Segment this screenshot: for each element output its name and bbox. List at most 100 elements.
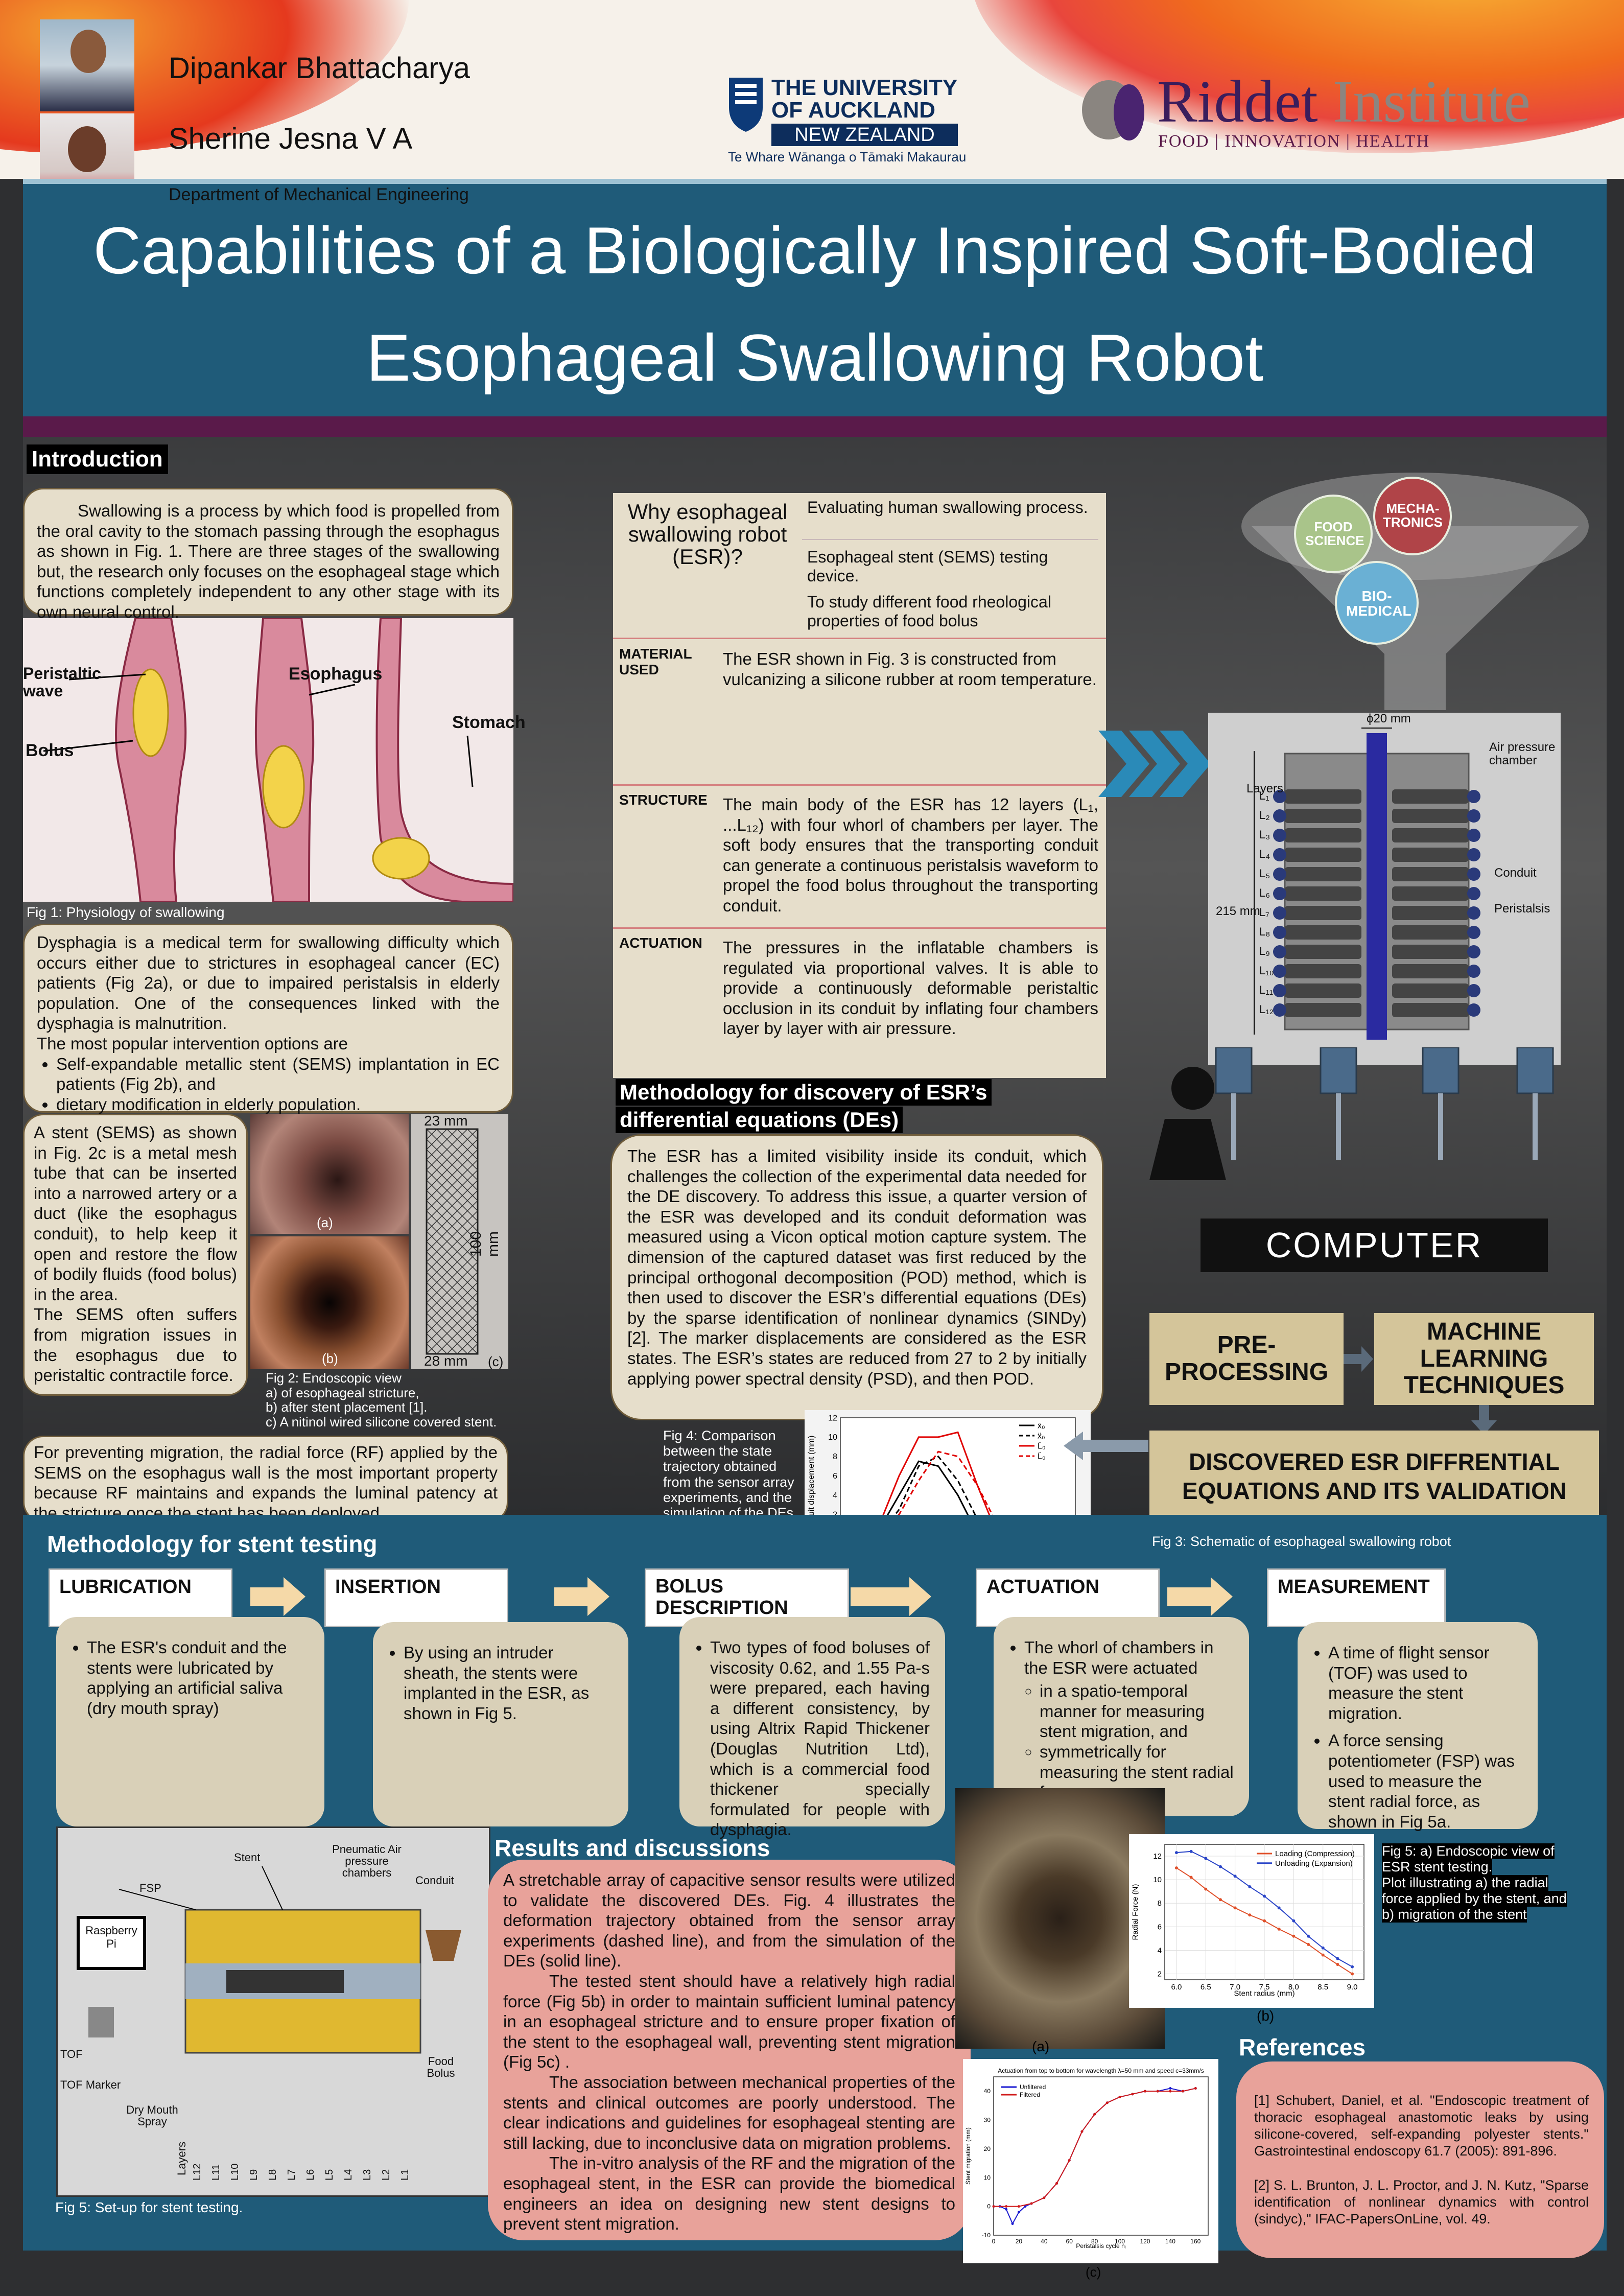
data-point xyxy=(1292,1934,1296,1938)
data-point xyxy=(1043,2196,1046,2199)
layer-tick-label: L9 xyxy=(248,2169,260,2181)
layer-label: L₃ xyxy=(1259,828,1270,841)
legend-label: ẍ₀ xyxy=(1038,1432,1045,1440)
chamber-port-left xyxy=(1273,809,1286,823)
x-tick-label: 9.0 xyxy=(1347,1983,1358,1992)
chamber-right xyxy=(1392,809,1469,823)
chamber-port-right xyxy=(1467,848,1480,861)
plot-area xyxy=(993,2076,1209,2236)
petal-biomedical: BIO-MEDICAL xyxy=(1346,588,1411,619)
data-point xyxy=(1055,2182,1058,2185)
y-axis-label: Radial Force (N) xyxy=(1131,1884,1140,1940)
author-name-1: Dipankar Bhattacharya xyxy=(169,52,470,85)
chamber-left xyxy=(1285,945,1361,959)
y-tick-label: 20 xyxy=(984,2145,991,2152)
chamber-port-left xyxy=(1273,945,1286,958)
legend-label: L̈₀ xyxy=(1038,1451,1046,1461)
chamber-port-left xyxy=(1273,790,1286,803)
fig2c-dim-bottom: 28 mm xyxy=(424,1353,468,1369)
riddet-logo: Riddet Institute FOOD | INNOVATION | HEA… xyxy=(1080,72,1550,158)
author-name-2: Sherine Jesna V A xyxy=(169,122,413,155)
data-point xyxy=(1118,2095,1121,2098)
chamber-port-left xyxy=(1273,926,1286,939)
fig5-label-food-bolus: Food Bolus xyxy=(427,2055,455,2080)
results-heading: Results and discussions xyxy=(495,1835,770,1861)
results-paragraph: A stretchable array of capacitive sensor… xyxy=(503,1870,955,1971)
petal-food-science: FOOD SCIENCE xyxy=(1305,519,1364,549)
y-tick-label: 30 xyxy=(984,2117,991,2124)
fig2c-dim-top: 23 mm xyxy=(424,1113,468,1129)
fig5-label-tof-marker: TOF Marker xyxy=(60,2078,121,2091)
intervention-item: Self-expandable metallic stent (SEMS) im… xyxy=(56,1054,500,1094)
fig5-label-pneumatic: Pneumatic Air pressure chambers xyxy=(332,1843,402,1880)
row-text-material: The ESR shown in Fig. 3 is constructed f… xyxy=(723,649,1097,689)
y-axis-label: Conduit displacement (mm) xyxy=(807,1436,816,1536)
chamber-port-left xyxy=(1273,848,1286,861)
step-card-measurement: A time of flight sensor (TOF) was used t… xyxy=(1298,1622,1538,1832)
fig5-setup: Stent Pneumatic Air pressure chambers Co… xyxy=(56,1826,490,2197)
step-text: By using an intruder sheath, the stents … xyxy=(404,1643,613,1723)
layer-tick-label: L7 xyxy=(286,2169,297,2181)
introduction-heading: Introduction xyxy=(27,444,168,474)
data-point xyxy=(1169,2087,1172,2090)
methodology-de-heading-2: differential equations (DEs) xyxy=(616,1107,903,1133)
methodology-de-heading-1: Methodology for discovery of ESR’s xyxy=(616,1079,992,1106)
title-band: Capabilities of a Biologically Inspired … xyxy=(23,179,1607,416)
chamber-port-left xyxy=(1273,906,1286,920)
x-tick-label: 100 xyxy=(1115,2238,1125,2245)
data-point xyxy=(1292,1919,1296,1923)
y-tick-label: 12 xyxy=(1153,1852,1162,1861)
legend-label: Loading (Compression) xyxy=(1275,1849,1355,1858)
chamber-port-right xyxy=(1467,887,1480,900)
chamber-port-left xyxy=(1273,984,1286,997)
x-tick-label: 0 xyxy=(992,2238,996,2245)
chamber-port-right xyxy=(1467,868,1480,881)
data-point xyxy=(1204,1857,1208,1860)
header: Dipankar Bhattacharya Sherine Jesna V A … xyxy=(0,0,1624,179)
stent-description: A stent (SEMS) as shown in Fig. 2c is a … xyxy=(34,1123,237,1304)
fig5-side-caption: Fig 5: a) Endoscopic view of ESR stent t… xyxy=(1382,1843,1567,1923)
y-tick-label: 10 xyxy=(828,1433,837,1442)
chamber-right xyxy=(1392,848,1469,862)
x-tick-label: 20 xyxy=(1016,2238,1023,2245)
chamber-port-left xyxy=(1273,1003,1286,1017)
layer-label: L₁ xyxy=(1259,789,1269,802)
row-label-actuation: ACTUATION xyxy=(619,935,702,951)
university-name-line2: OF AUCKLAND xyxy=(771,98,935,123)
y-tick-label: 0 xyxy=(987,2203,991,2210)
why-reason: To study different food rheological prop… xyxy=(807,593,1051,630)
row-divider xyxy=(613,927,1106,929)
data-point xyxy=(1277,1906,1281,1910)
chamber-port-right xyxy=(1467,984,1480,997)
references-box: [1] Schubert, Daniel, et al. "Endoscopic… xyxy=(1236,2061,1604,2258)
fig1-caption: Fig 1: Physiology of swallowing xyxy=(27,904,225,920)
step-arrow-icon xyxy=(851,1577,931,1616)
chamber-port-left xyxy=(1273,829,1286,842)
dim-top-label: ϕ20 mm xyxy=(1367,712,1411,725)
fig5-caption: Fig 5: Set-up for stent testing. xyxy=(55,2199,243,2215)
fig2-caption-line: Fig 2: Endoscopic view xyxy=(266,1370,402,1386)
layer-label: L₅ xyxy=(1259,867,1270,880)
tile-discovered-des: DISCOVERED ESR DIFFRENTIAL EQUATIONS AND… xyxy=(1149,1431,1599,1522)
step-arrow-icon xyxy=(1167,1577,1233,1616)
data-point xyxy=(1105,2101,1109,2104)
data-point xyxy=(1005,2205,1008,2208)
x-tick-label: 8.0 xyxy=(1288,1983,1299,1992)
university-logo: THE UNIVERSITY OF AUCKLAND NEW ZEALAND T… xyxy=(728,77,966,165)
layer-label: L₁₀ xyxy=(1259,964,1274,977)
data-point xyxy=(1189,1876,1193,1879)
fig2-caption-line: c) A nitinol wired silicone covered sten… xyxy=(266,1414,497,1430)
chamber-left xyxy=(1285,906,1361,920)
fig5-label-layers: Layers xyxy=(175,2141,188,2175)
why-reason: Evaluating human swallowing process. xyxy=(807,498,1088,517)
data-point xyxy=(1194,2087,1197,2090)
step-text: A force sensing potentiometer (FSP) was … xyxy=(1328,1730,1522,1832)
x-tick-label: 6.5 xyxy=(1201,1983,1211,1992)
results-paragraph: The tested stent should have a relativel… xyxy=(503,1971,955,2072)
y-tick-label: 40 xyxy=(984,2088,991,2095)
why-esr-question: Why esophageal swallowing robot (ESR)? xyxy=(627,500,788,569)
x-tick-label: 7.0 xyxy=(1230,1983,1240,1992)
data-point xyxy=(1263,1919,1266,1923)
